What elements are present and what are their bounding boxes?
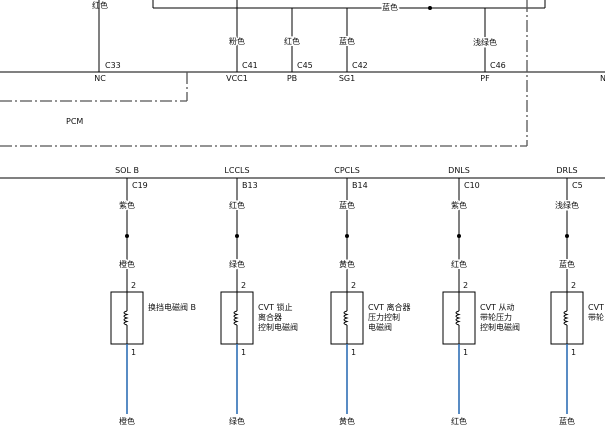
drls-coil-icon [563,310,569,326]
cpcls-signal-label: CPCLS [334,166,360,175]
cpcls-splice-dot [345,234,349,238]
sol-b-connector-id: C19 [132,181,148,190]
lccls-connector-id: B13 [242,181,258,190]
dnls-wire-color-mid: 红色 [451,259,467,269]
vcc1-wire-color: 粉色 [229,36,245,46]
pb-pin-label: PB [287,74,297,83]
sg1-connector-id: C42 [352,61,368,70]
cpcls-pin-bottom: 1 [351,348,356,357]
cpcls-wire-color-bottom: 黄色 [339,416,355,426]
dnls-component-name-3: 控制电磁阀 [480,322,520,332]
lccls-pin-top: 2 [241,281,246,290]
lccls-wire-color-bottom: 绿色 [229,416,245,426]
sol-b-coil-icon [123,310,129,326]
cpcls-component-name-2: 压力控制 [368,312,400,322]
sg1-pin-label: SG1 [339,74,355,83]
drls-wire-color-top: 浅绿色 [555,200,579,210]
lccls-signal-label: LCCLS [224,166,249,175]
top-section: 蓝色 红色 C33 NC 粉色 C41 VCC1 红色 C45 PB 蓝色 C4… [0,0,605,83]
nc-connector-id: C33 [105,61,121,70]
sg1-wire-color: 蓝色 [339,36,355,46]
dnls-signal-label: DNLS [448,166,470,175]
drls-pin-top: 2 [571,281,576,290]
cpcls-coil-icon [343,310,349,326]
sol-b-pin-top: 2 [131,281,136,290]
vcc1-connector-id: C41 [242,61,258,70]
cpcls-pin-top: 2 [351,281,356,290]
pb-connector-id: C45 [297,61,313,70]
nc-pin-label: NC [94,74,106,83]
drls-wire-color-bottom: 蓝色 [559,416,575,426]
cpcls-connector-id: B14 [352,181,368,190]
lccls-component-name-1: CVT 锁止 [258,302,293,312]
cpcls-wire-color-mid: 黄色 [339,259,355,269]
sol-b-signal-label: SOL B [115,166,139,175]
cpcls-wire-color-top: 蓝色 [339,200,355,210]
right-edge-label: N [600,74,605,83]
drls-component-name-1: CVT [588,303,604,312]
drls-wire-color-mid: 蓝色 [559,259,575,269]
sol-b-wire-color-bottom: 橙色 [119,416,135,426]
sol-b-pin-bottom: 1 [131,348,136,357]
pf-wire-color: 浅绿色 [473,37,497,47]
drls-component-name-2: 带轮 [588,312,604,322]
dnls-splice-dot [457,234,461,238]
top-bus-wire-color: 蓝色 [382,2,398,12]
nc-wire-color: 红色 [92,0,108,10]
top-bus-splice [428,6,432,10]
dnls-pin-bottom: 1 [463,348,468,357]
pb-wire-color: 红色 [284,36,300,46]
cpcls-component-name-1: CVT 离合器 [368,302,411,312]
pf-pin-label: PF [480,74,490,83]
sol-b-splice-dot [125,234,129,238]
sol-b-component-name-1: 换挡电磁阀 B [148,302,196,312]
dnls-pin-top: 2 [463,281,468,290]
lccls-splice-dot [235,234,239,238]
dnls-connector-id: C10 [464,181,480,190]
dnls-component-name-1: CVT 从动 [480,302,515,312]
sol-b-wire-color-top: 紫色 [119,200,135,210]
lccls-pin-bottom: 1 [241,348,246,357]
lccls-component-name-3: 控制电磁阀 [258,322,298,332]
lccls-wire-color-mid: 绿色 [229,259,245,269]
pf-connector-id: C46 [490,61,506,70]
lccls-coil-icon [233,310,239,326]
pcm-boundary [0,0,528,147]
cpcls-component-name-3: 电磁阀 [368,322,392,332]
dnls-wire-color-bottom: 红色 [451,416,467,426]
vcc1-pin-label: VCC1 [226,74,248,83]
dnls-coil-icon [455,310,461,326]
lccls-wire-color-top: 红色 [229,200,245,210]
drls-splice-dot [565,234,569,238]
sol-b-wire-color-mid: 橙色 [119,259,135,269]
pcm-label: PCM [66,117,83,126]
drls-pin-bottom: 1 [571,348,576,357]
lccls-component-name-2: 离合器 [258,312,282,322]
drls-signal-label: DRLS [556,166,577,175]
drls-connector-id: C5 [572,181,583,190]
dnls-component-name-2: 带轮压力 [480,312,512,322]
dnls-wire-color-top: 紫色 [451,200,467,210]
